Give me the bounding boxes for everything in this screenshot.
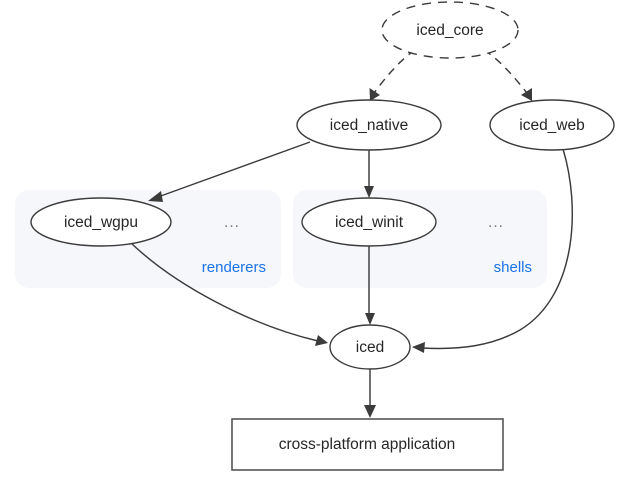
edge-iced-web-to-iced [412, 148, 574, 353]
node-iced-web-shape[interactable] [489, 99, 615, 151]
arrow-head-icon [364, 405, 376, 418]
node-iced-core-shape[interactable] [381, 1, 519, 59]
node-iced-native-shape[interactable] [296, 99, 442, 151]
node-iced-winit-shape[interactable] [301, 197, 437, 247]
node-iced-winit[interactable]: iced_winit [301, 197, 437, 247]
node-iced-core[interactable]: iced_core [381, 1, 519, 59]
arrow-head-icon [369, 88, 380, 101]
cluster-renderers-ellipsis: ... [224, 214, 240, 231]
arrow-head-icon [412, 342, 425, 353]
edge-iced-winit-to-iced [365, 246, 375, 325]
edge-iced-native-to-iced-winit [364, 150, 374, 198]
arrow-head-icon [521, 88, 532, 101]
node-iced[interactable]: iced [329, 324, 411, 370]
edge-path [130, 242, 319, 342]
cluster-shells-label: shells [494, 259, 532, 276]
edge-iced-core-to-iced-web [483, 49, 532, 101]
edge-path [373, 49, 416, 94]
arrow-head-icon [364, 186, 374, 198]
arrow-head-icon [148, 191, 163, 202]
node-iced-wgpu-shape[interactable] [30, 197, 172, 247]
cluster-renderers-label: renderers [202, 259, 266, 276]
node-iced-web[interactable]: iced_web [489, 99, 615, 151]
arrow-head-icon [315, 335, 328, 346]
node-iced-shape[interactable] [329, 324, 411, 370]
node-iced-native[interactable]: iced_native [296, 99, 442, 151]
cluster-shells-ellipsis: ... [488, 214, 504, 231]
node-iced-wgpu-label: iced_wgpu [64, 214, 138, 231]
edge-path [157, 141, 311, 198]
edge-iced-native-to-iced-wgpu [148, 141, 311, 202]
arrow-head-icon [365, 313, 375, 325]
node-iced-winit-label: iced_winit [335, 214, 404, 231]
node-iced-web-label: iced_web [519, 117, 585, 134]
edge-path [421, 148, 574, 350]
edge-iced-to-application [364, 369, 376, 418]
edge-iced-wgpu-to-iced [130, 242, 328, 346]
node-application-label: cross-platform application [279, 436, 456, 453]
node-cross-platform-application[interactable]: cross-platform application [231, 418, 504, 471]
node-iced-native-label: iced_native [330, 117, 408, 134]
node-iced-wgpu[interactable]: iced_wgpu [30, 197, 172, 247]
node-iced-label: iced [356, 339, 384, 356]
edge-path [483, 49, 528, 94]
node-iced-core-label: iced_core [416, 22, 483, 39]
node-application-shape[interactable] [231, 418, 504, 471]
edge-iced-core-to-iced-native [369, 49, 416, 101]
